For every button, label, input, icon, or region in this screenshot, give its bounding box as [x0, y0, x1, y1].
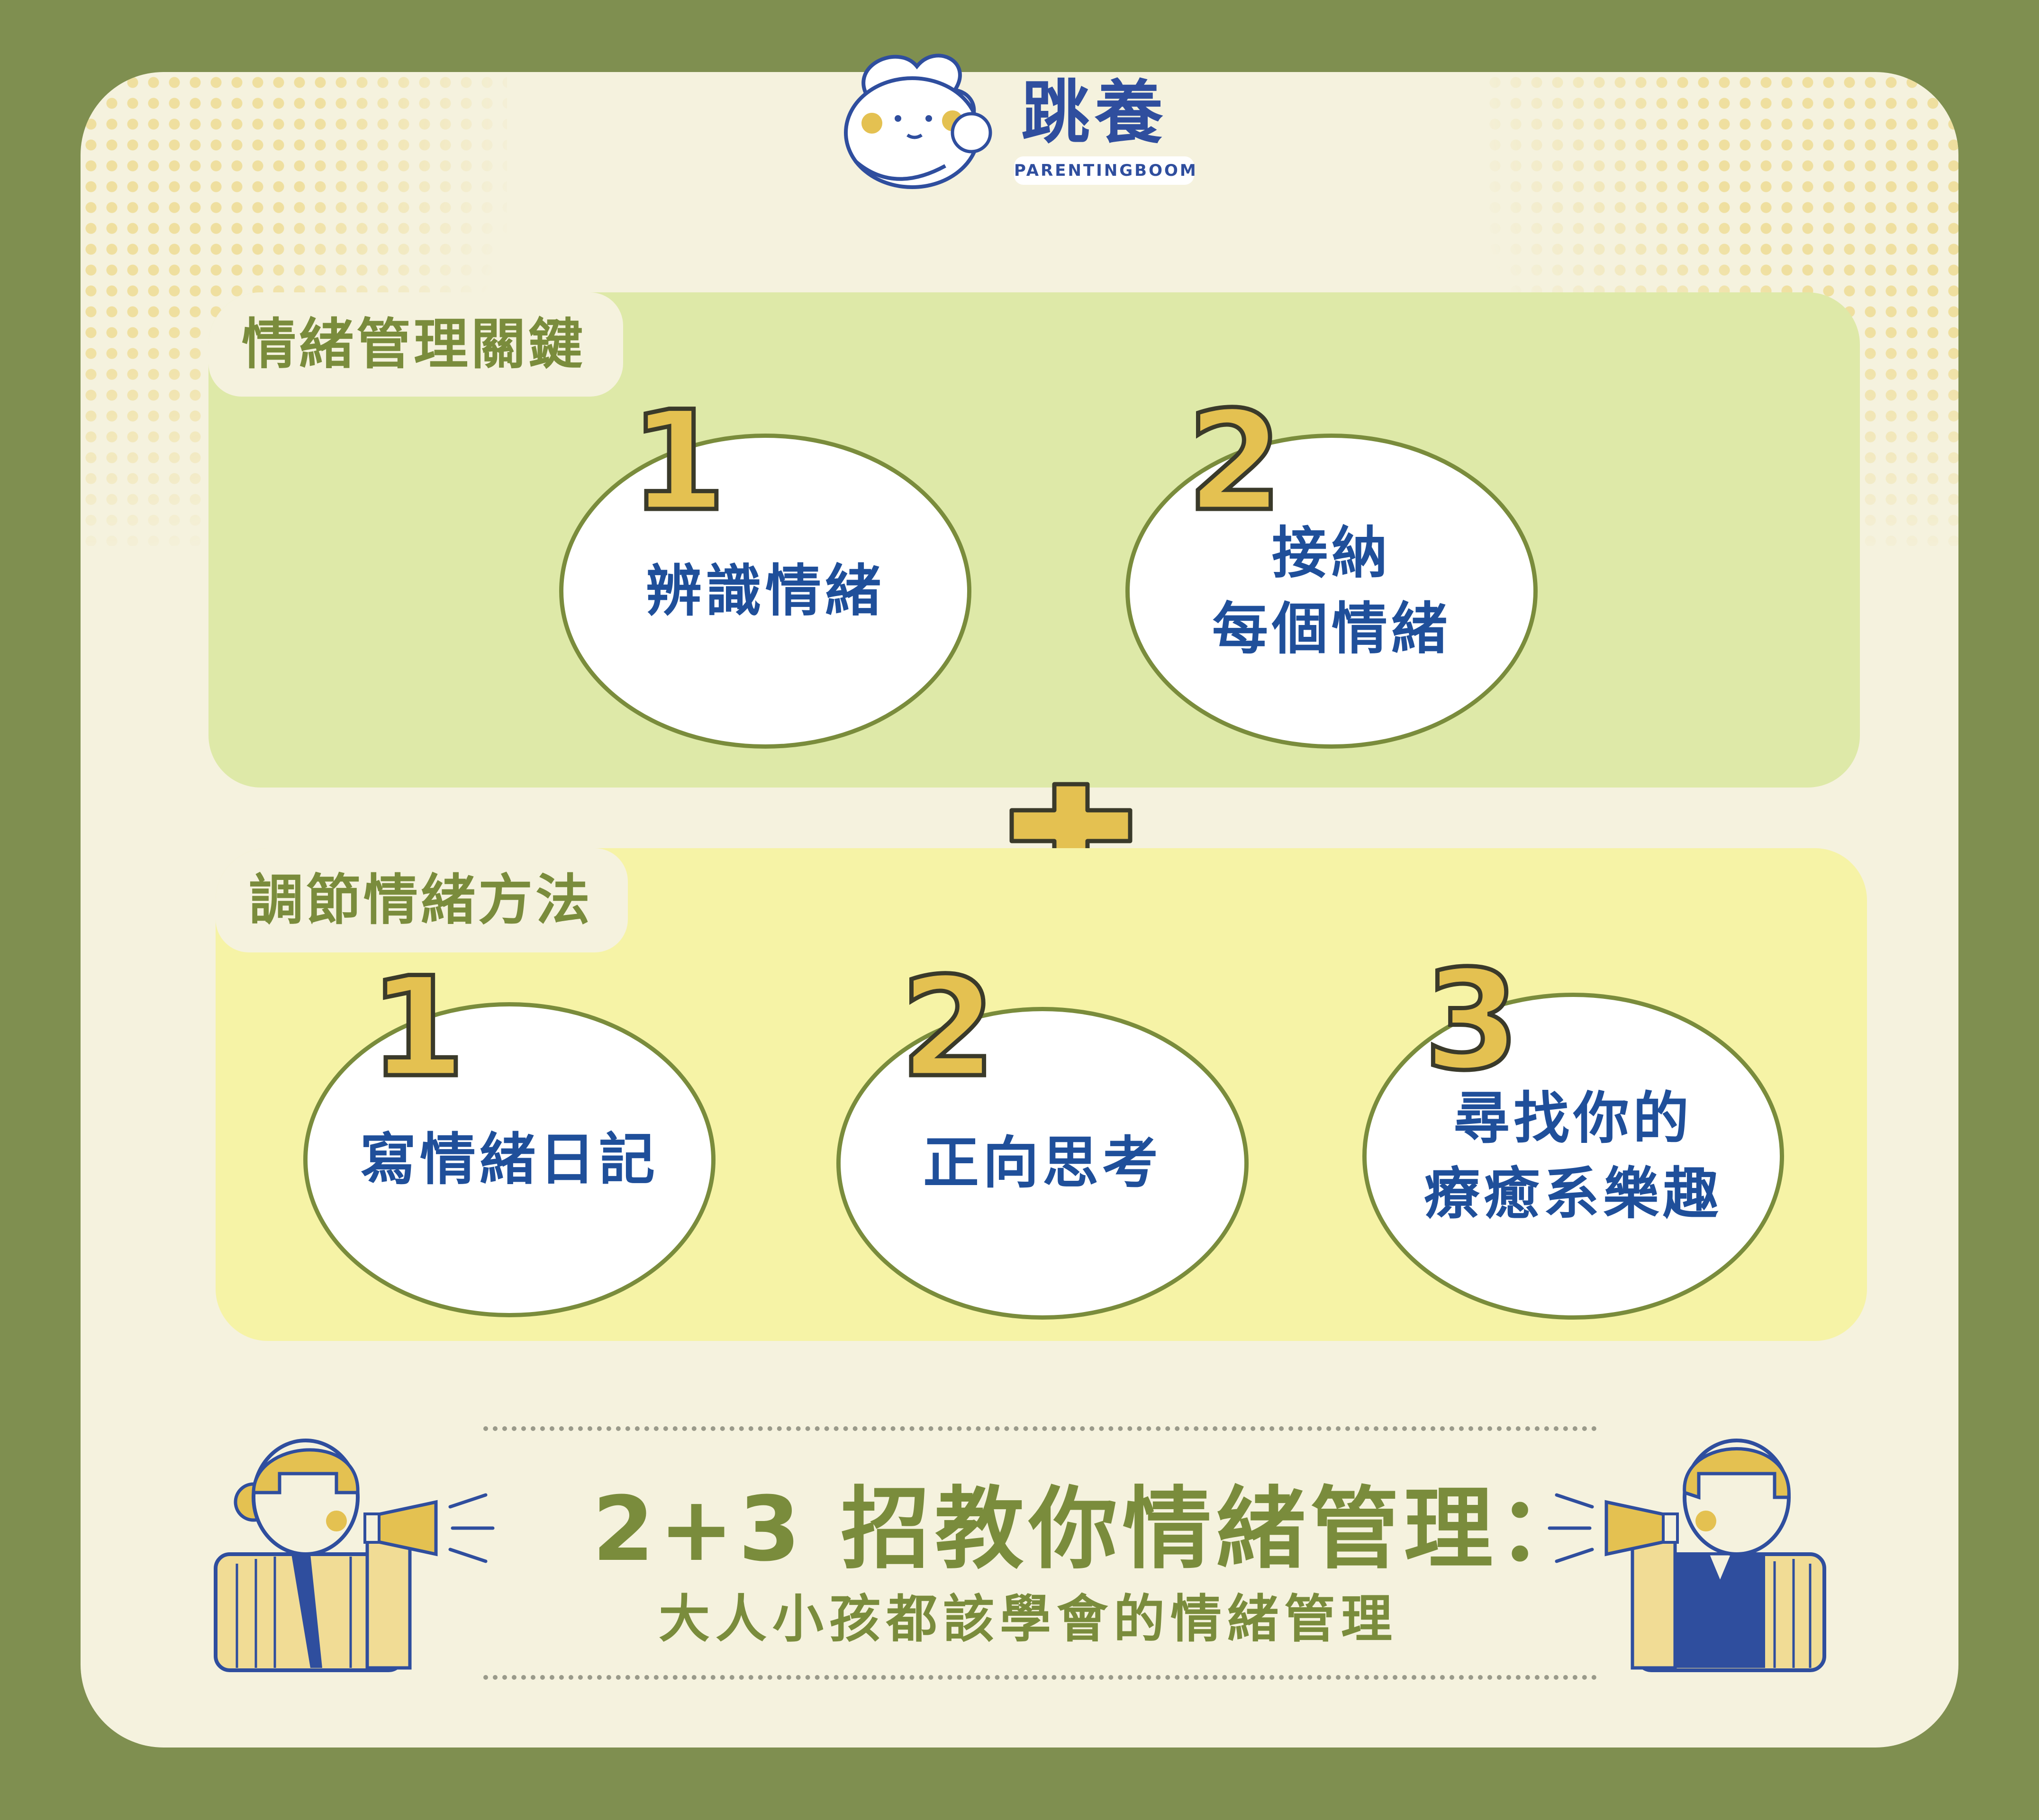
footer-subheadline: 大人小孩都該學會的情緒管理 — [659, 1590, 1398, 1649]
emotion-methods-label: 調節情緒方法 — [216, 848, 628, 952]
method-item-2-number: 2 — [898, 948, 998, 1108]
method-item-1-number: 1 — [368, 948, 468, 1108]
logo-subtitle: PARENTINGBOOM — [1014, 156, 1196, 185]
key-item-1-text: 辨識情緒 — [645, 558, 885, 624]
method-item-2-text: 正向思考 — [923, 1130, 1162, 1196]
brand-logo: 跳養 PARENTINGBOOM — [827, 38, 1206, 194]
key-item-2-text: 接納 每個情緒 — [1212, 520, 1451, 661]
parent-hugging-child-icon — [844, 54, 992, 189]
woman-with-megaphone-icon — [214, 1439, 495, 1672]
key-item-1: 辨識情緒 — [559, 434, 971, 749]
man-with-megaphone-icon — [1548, 1439, 1826, 1672]
footer-headline: 2+3 招教你情緒管理： — [592, 1477, 1592, 1581]
logo-title: 跳養 — [1021, 72, 1168, 153]
emotion-keys-label: 情緒管理關鍵 — [208, 292, 623, 397]
key-item-2: 接納 每個情緒 — [1125, 434, 1538, 749]
method-item-3-number: 3 — [1422, 941, 1522, 1101]
divider-top — [483, 1426, 1597, 1431]
method-item-1-text: 寫情緒日記 — [360, 1126, 659, 1192]
method-item-1: 寫情緒日記 — [303, 1002, 716, 1317]
method-item-2: 正向思考 — [836, 1007, 1249, 1320]
method-item-3-text: 尋找你的 療癒系樂趣 — [1423, 1085, 1722, 1226]
key-item-2-number: 2 — [1185, 382, 1285, 542]
key-item-1-number: 1 — [628, 382, 728, 542]
divider-bottom — [483, 1675, 1597, 1680]
method-item-3: 尋找你的 療癒系樂趣 — [1362, 993, 1784, 1320]
